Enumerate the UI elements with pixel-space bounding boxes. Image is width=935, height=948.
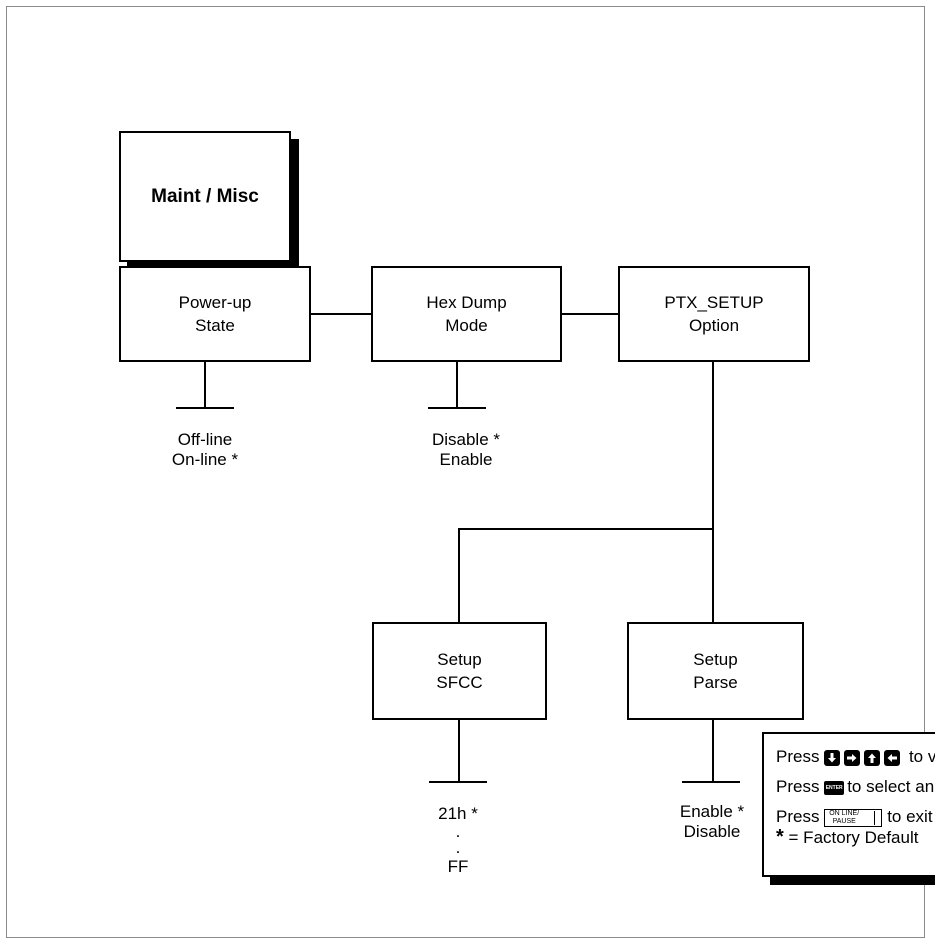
enter-key-icon: ENTER — [824, 780, 845, 795]
node-setup-parse: Setup Parse — [627, 622, 804, 720]
node-hex-dump-mode: Hex Dump Mode — [371, 266, 562, 362]
option-item: 21h * — [438, 804, 478, 823]
connector-hex-ptx — [562, 313, 618, 315]
options-hex-dump-mode: Disable * Enable — [406, 430, 526, 470]
legend-press-text: Press — [776, 777, 820, 796]
options-power-up-state: Off-line On-line * — [145, 430, 265, 470]
legend-line-default: * = Factory Default — [776, 827, 935, 848]
legend-navigate-text: to view options. — [908, 747, 935, 766]
option-item: . — [455, 822, 461, 841]
node-label-line: Setup — [437, 650, 482, 669]
node-label-line: SFCC — [436, 673, 483, 692]
connector-power-hex — [311, 313, 371, 315]
connector-power-options — [204, 362, 206, 408]
legend-press-text: Press — [776, 747, 820, 766]
options-setup-sfcc: 21h * . . FF — [398, 804, 518, 878]
option-item: Enable * — [679, 802, 745, 821]
node-power-up-state: Power-up State — [119, 266, 311, 362]
arrow-right-icon — [844, 749, 861, 766]
node-label-line: Setup — [693, 650, 738, 669]
arrow-down-icon — [824, 749, 841, 766]
option-item: . — [455, 838, 461, 857]
legend-line-navigate: Press to view options. — [776, 746, 935, 767]
node-label-line: Power-up — [178, 293, 252, 312]
option-item: FF — [447, 857, 469, 876]
legend-press-text: Press — [776, 807, 820, 826]
node-label-line: State — [195, 316, 235, 335]
page-frame — [6, 6, 925, 938]
node-label-line: Option — [688, 316, 740, 335]
option-bar-sfcc — [429, 781, 487, 783]
connector-ptx-branch — [458, 528, 714, 530]
asterisk-icon: * — [776, 826, 784, 848]
node-ptx-setup-option: PTX_SETUP Option — [618, 266, 810, 362]
node-label-line: Mode — [445, 316, 488, 335]
option-bar-parse — [682, 781, 740, 783]
arrow-left-icon — [884, 749, 901, 766]
option-bar-hex — [428, 407, 486, 409]
node-setup-sfcc: Setup SFCC — [372, 622, 547, 720]
legend-exit-text: to exit the configuration menu. — [887, 807, 935, 826]
legend-default-text: = Factory Default — [788, 828, 919, 847]
connector-hex-options — [456, 362, 458, 408]
node-label-line: PTX_SETUP — [664, 293, 764, 312]
option-item: Disable — [683, 822, 741, 841]
arrow-up-icon — [864, 749, 881, 766]
legend-select-text: to select an option. — [847, 777, 935, 796]
connector-parse-options — [712, 720, 714, 782]
connector-sfcc-options — [458, 720, 460, 782]
option-item: Off-line — [177, 430, 233, 449]
option-item: On-line * — [171, 450, 239, 469]
node-label-line: Hex Dump — [426, 293, 507, 312]
connector-branch-sfcc — [458, 528, 460, 622]
root-label: Maint / Misc — [151, 186, 259, 207]
node-label-line: Parse — [693, 673, 738, 692]
option-bar-power — [176, 407, 234, 409]
online-pause-key-label: ON LINE/ PAUSE — [829, 809, 860, 825]
connector-ptx-down — [712, 362, 714, 710]
option-item: Disable * — [431, 430, 501, 449]
root-box-maint-misc: Maint / Misc — [119, 131, 291, 262]
online-pause-key-icon: ON LINE/ PAUSE — [824, 808, 883, 827]
legend-line-exit: Press ON LINE/ PAUSE to exit the configur… — [776, 806, 935, 827]
options-setup-parse: Enable * Disable — [652, 802, 772, 842]
option-item: Enable — [439, 450, 493, 469]
